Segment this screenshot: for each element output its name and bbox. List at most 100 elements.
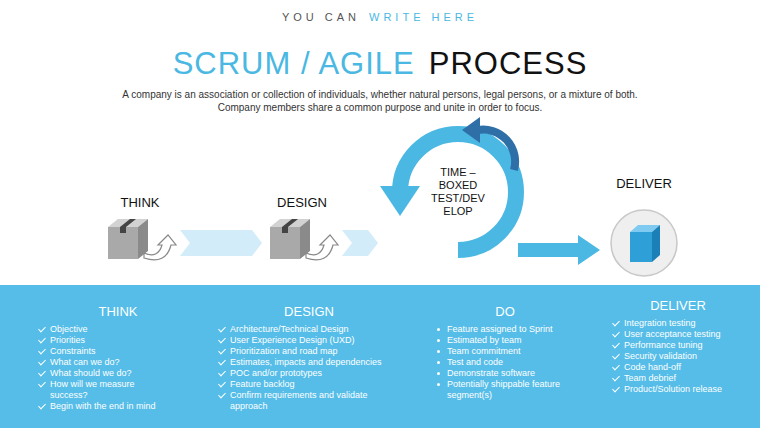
check-mark	[612, 319, 620, 327]
column-heading: DELIVER	[612, 298, 744, 313]
item-text: Begin with the end in mind	[50, 401, 156, 411]
item-text: Security validation	[624, 351, 697, 361]
list-item: Performance tuning	[612, 340, 756, 351]
check-mark	[612, 330, 620, 338]
title-word: PROCESS	[429, 46, 588, 82]
stage-box: DESIGN	[262, 195, 342, 267]
item-text: User acceptance testing	[624, 329, 721, 339]
list-item: Prioritization and road map	[218, 346, 406, 357]
item-text: Prioritization and road map	[230, 346, 338, 356]
item-text: What can we do?	[50, 357, 120, 367]
bullet-dot	[437, 350, 440, 353]
check-mark	[612, 352, 620, 360]
list-item: Potentially shippable feature segment(s)	[435, 379, 597, 401]
check-mark	[218, 336, 226, 344]
list-item: Demonstrate software	[435, 368, 597, 379]
item-text: Feature backlog	[230, 379, 295, 389]
list-item: Feature backlog	[218, 379, 406, 390]
list-item: Confirm requirements and validate approa…	[218, 390, 406, 412]
column-heading: THINK	[38, 304, 198, 319]
item-text: Priorities	[50, 335, 85, 345]
column-box: DESIGNArchitecture/Technical DesignUser …	[218, 304, 400, 412]
bullet-dot	[437, 328, 440, 331]
check-mark	[38, 369, 46, 377]
list-item: Priorities	[38, 335, 168, 346]
item-text: Feature assigned to Sprint	[447, 324, 553, 334]
list-item: User Experience Design (UXD)	[218, 335, 406, 346]
bullet-dot	[437, 383, 440, 386]
item-text: Architecture/Technical Design	[230, 324, 349, 334]
loop-label: TIME – BOXED TEST/DEV ELOP	[427, 166, 489, 218]
check-mark	[218, 369, 226, 377]
column-box: DELIVER Integration testingUser acceptanc…	[612, 298, 744, 395]
check-mark	[38, 336, 46, 344]
list-item: Code hand-off	[612, 362, 756, 373]
column-heading: DO	[435, 304, 575, 319]
check-mark	[612, 363, 620, 371]
item-text: What should we do?	[50, 368, 132, 378]
list-item: Team debrief	[612, 373, 756, 384]
check-mark	[218, 391, 226, 399]
list-item: Product/Solution release	[612, 384, 756, 395]
list-item: Estimated by team	[435, 335, 597, 346]
item-text: Estimates, impacts and dependencies	[230, 357, 382, 367]
item-text: Constraints	[50, 346, 96, 356]
bullet-dot	[437, 372, 440, 375]
header-text: YOU CAN	[282, 11, 360, 23]
list-item: Constraints	[38, 346, 168, 357]
column-box: THINKObjectivePrioritiesConstraintsWhat …	[38, 304, 198, 412]
check-mark	[38, 402, 46, 410]
item-text: How will we measure success?	[50, 379, 135, 400]
stage-label: DELIVER	[600, 176, 688, 191]
bullet-dot	[437, 339, 440, 342]
check-mark	[38, 380, 46, 388]
list-item: What should we do?	[38, 368, 168, 379]
item-text: Team debrief	[624, 373, 676, 383]
title: SCRUM / AGILE	[173, 46, 415, 82]
item-text: Potentially shippable feature segment(s)	[447, 379, 560, 400]
list-item: User acceptance testing	[612, 329, 756, 340]
item-text: Confirm requirements and validate approa…	[230, 390, 368, 411]
list-item: Test and code	[435, 357, 597, 368]
flow-arrow	[518, 235, 600, 265]
item-text: Integration testing	[624, 318, 696, 328]
header-highlight: WRITE HERE	[369, 11, 478, 23]
check-mark	[38, 358, 46, 366]
item-text: Test and code	[447, 357, 503, 367]
flow-band	[180, 230, 262, 256]
check-mark	[38, 325, 46, 333]
check-mark	[218, 380, 226, 388]
check-mark	[612, 385, 620, 393]
stage-box: DELIVER	[600, 176, 688, 280]
list-item: POC and/or prototypes	[218, 368, 406, 379]
list-item: Feature assigned to Sprint	[435, 324, 597, 335]
item-text: Team commitment	[447, 346, 521, 356]
caption-text: A company is an association or collectio…	[115, 88, 645, 114]
item-text: POC and/or prototypes	[230, 368, 322, 378]
flow-band	[342, 230, 378, 256]
list-item: Objective	[38, 324, 168, 335]
list-item: How will we measure success?	[38, 379, 168, 401]
header-row: YOU CAN WRITE HERE	[0, 11, 760, 23]
list-item: Begin with the end in mind	[38, 401, 168, 412]
check-mark	[612, 341, 620, 349]
check-mark	[218, 325, 226, 333]
list-item: Integration testing	[612, 318, 756, 329]
check-mark	[218, 347, 226, 355]
stage-label: THINK	[100, 195, 180, 210]
list-item: Estimates, impacts and dependencies	[218, 357, 406, 368]
column-box: DOFeature assigned to SprintEstimated by…	[435, 304, 575, 401]
item-text: Code hand-off	[624, 362, 681, 372]
title-row: SCRUM / AGILE PROCESS	[0, 46, 760, 82]
stage-label: DESIGN	[262, 195, 342, 210]
check-mark	[38, 347, 46, 355]
stage-box: THINK	[100, 195, 180, 267]
item-text: Objective	[50, 324, 88, 334]
item-text: Performance tuning	[624, 340, 703, 350]
list-item: What can we do?	[38, 357, 168, 368]
check-mark	[612, 374, 620, 382]
bullet-dot	[437, 361, 440, 364]
list-item: Architecture/Technical Design	[218, 324, 406, 335]
loop-box: TIME – BOXED TEST/DEV ELOP	[378, 122, 518, 262]
